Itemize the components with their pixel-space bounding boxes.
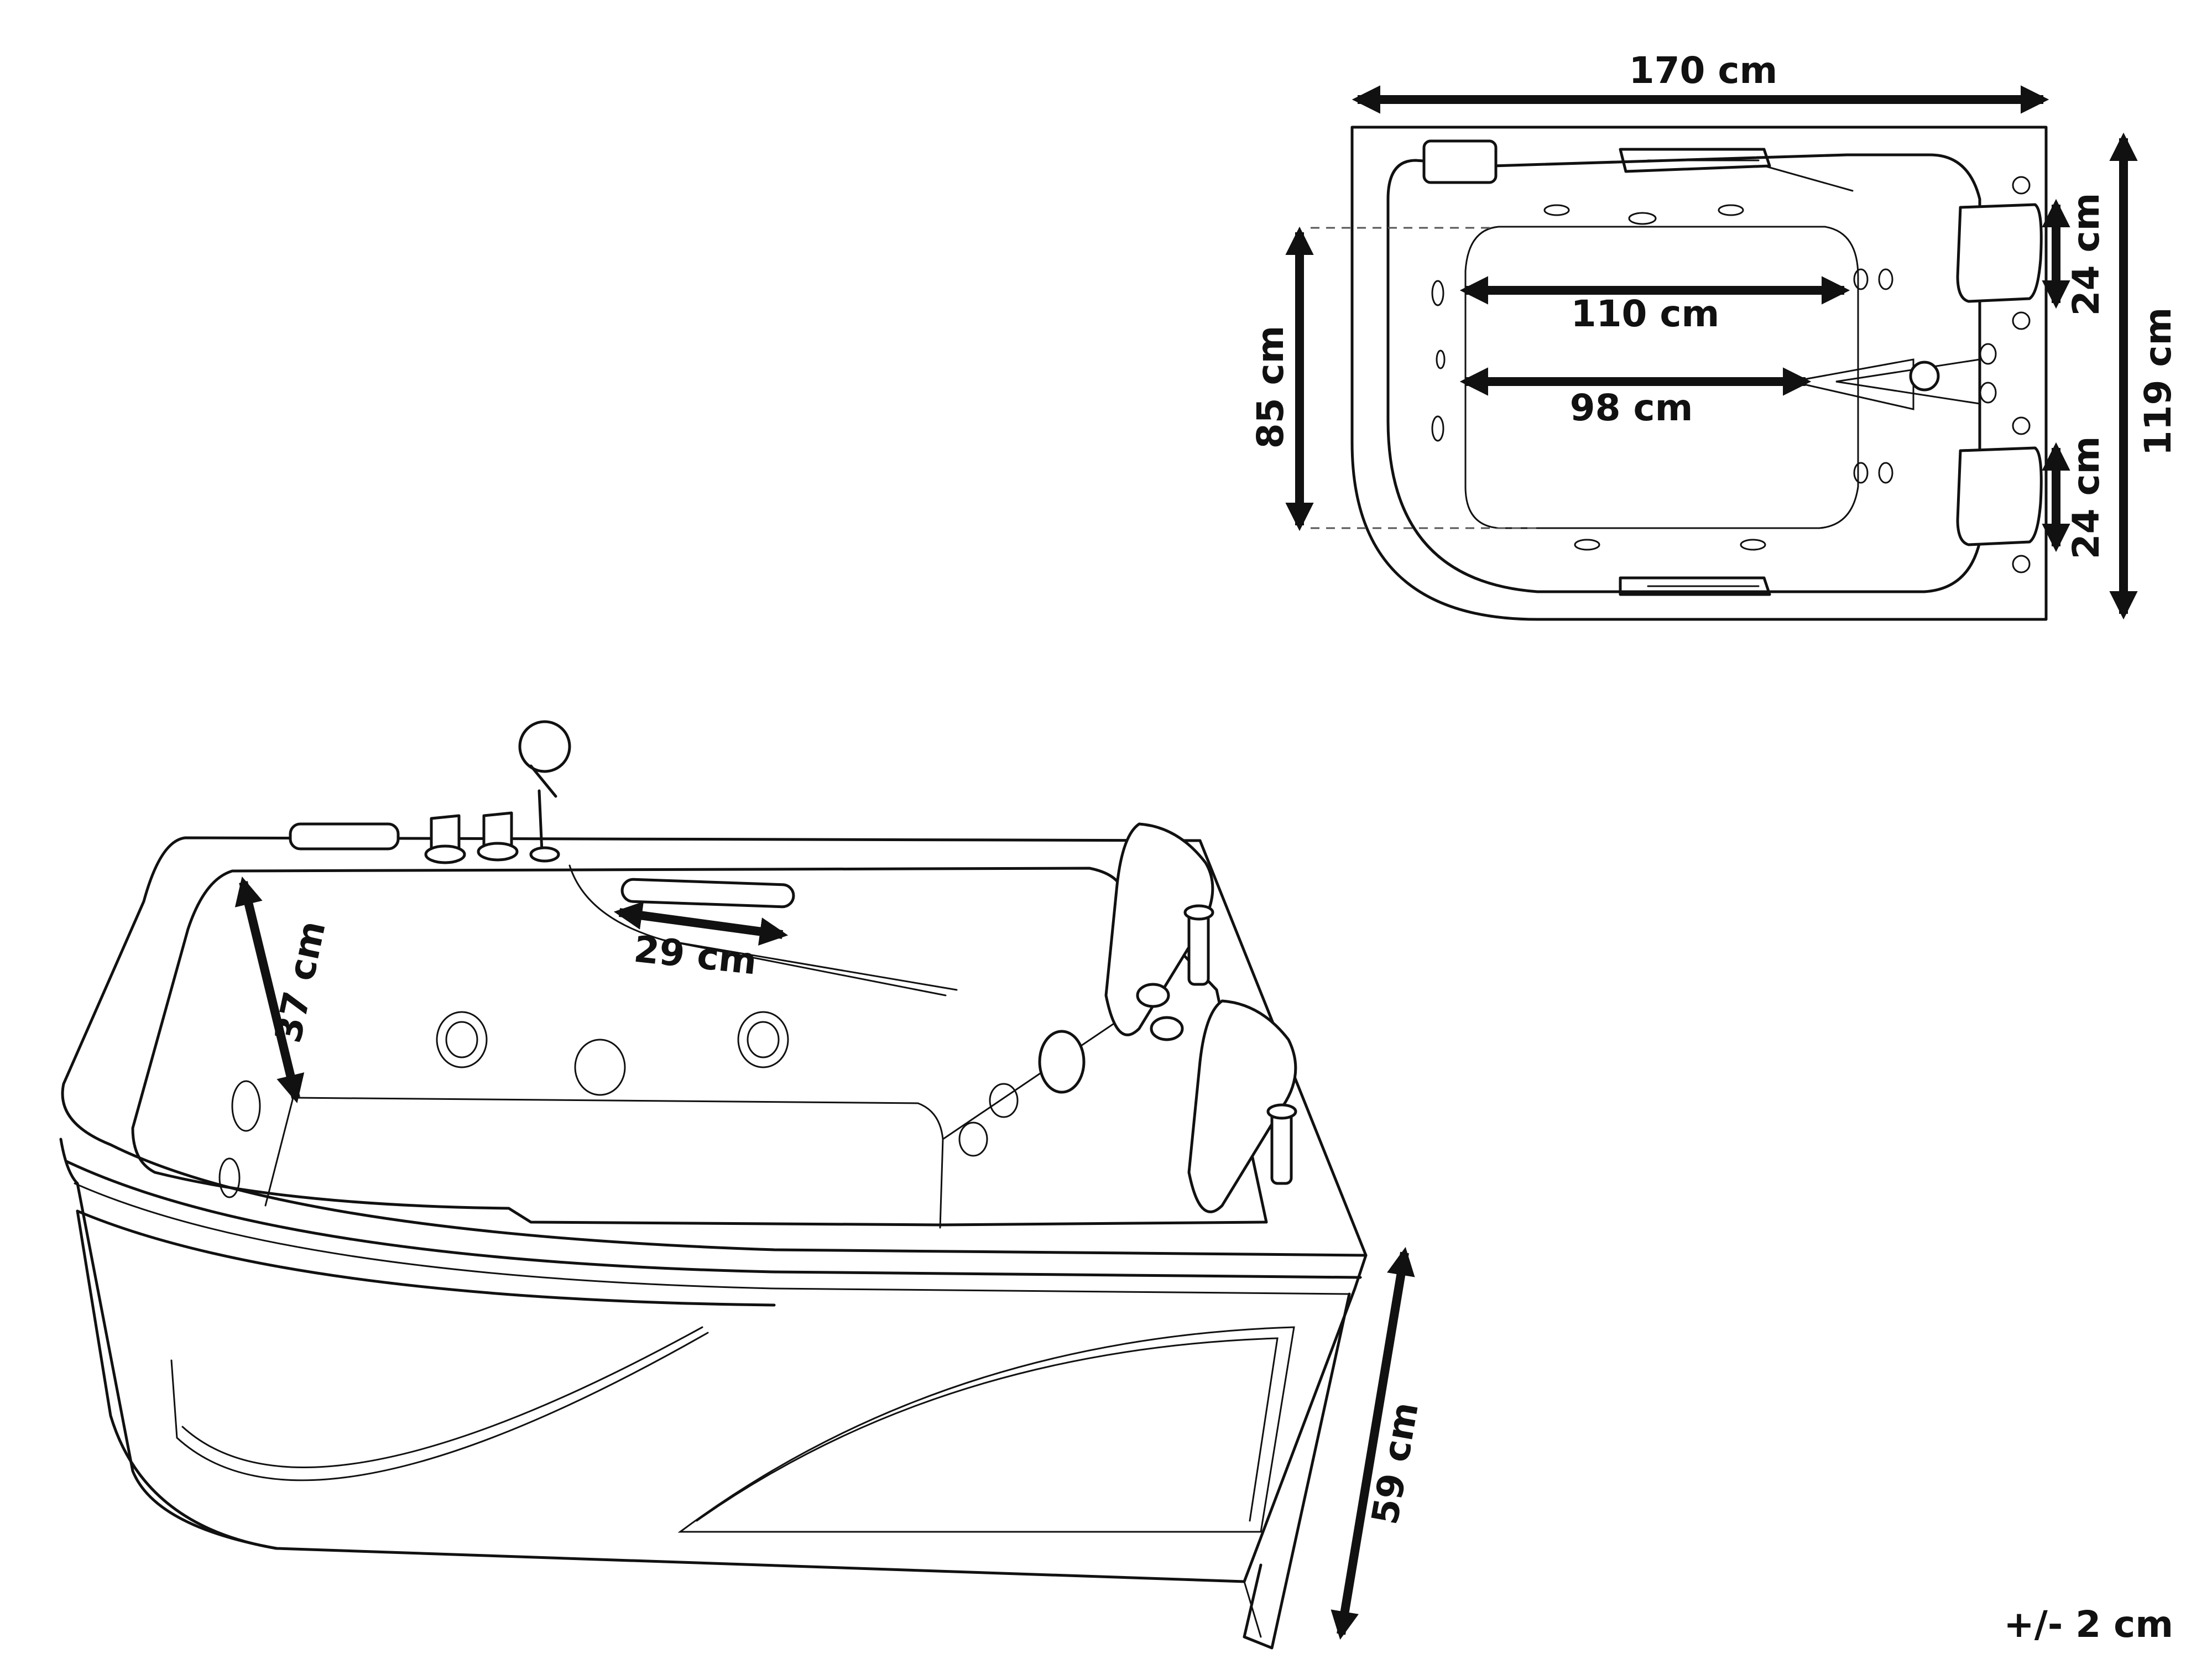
tolerance-label: +/- 2 cm <box>2004 1603 2173 1646</box>
inner-depth-arrow-side <box>234 877 305 1103</box>
top-view-dimensions <box>1285 85 2138 620</box>
handle-arrow <box>613 901 789 946</box>
shower-head <box>518 720 571 773</box>
inner-depth-label: 85 cm <box>1249 326 1292 449</box>
height-arrow <box>1331 1246 1415 1640</box>
depth-label: 119 cm <box>2137 307 2179 456</box>
top-view-labels: 170 cm 119 cm 85 cm 110 cm 98 cm 24 cm 2… <box>1249 49 2179 559</box>
seat-length-label: 98 cm <box>1570 387 1693 429</box>
inner-length-label: 110 cm <box>1571 293 1720 335</box>
top-view-drawing <box>1311 126 2048 621</box>
headrest-upper-label: 24 cm <box>2065 193 2107 316</box>
handle-label: 29 cm <box>632 928 759 983</box>
perspective-view-drawing <box>59 720 1368 1650</box>
inner-depth-label-side: 37 cm <box>267 917 334 1046</box>
width-label: 170 cm <box>1629 49 1778 92</box>
soap-tray <box>289 822 400 851</box>
headrest-lower-label: 24 cm <box>2065 436 2107 560</box>
perspective-view-dimensions <box>234 877 1415 1640</box>
